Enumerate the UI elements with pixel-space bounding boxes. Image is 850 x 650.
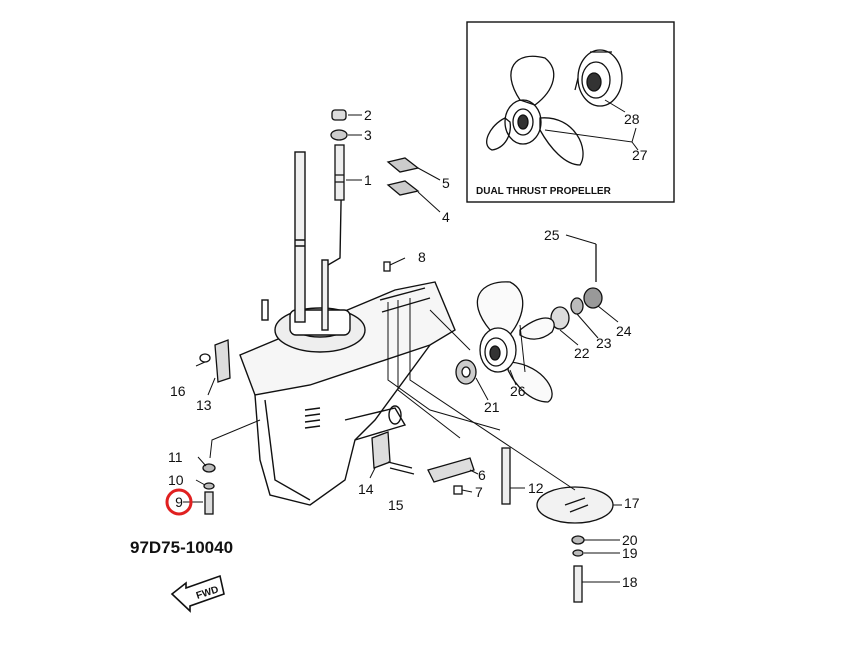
- callout-24: 24: [616, 323, 632, 339]
- callout-11: 11: [168, 449, 183, 465]
- inset-propeller-drawing: [486, 55, 584, 166]
- callout-19: 19: [622, 545, 638, 561]
- callout-3: 3: [364, 127, 372, 143]
- inset-thrust-hub-drawing: [574, 49, 623, 107]
- callout-7: 7: [475, 484, 483, 500]
- callout-10: 10: [168, 472, 184, 488]
- callout-2: 2: [364, 107, 372, 123]
- leader-lines: [183, 114, 622, 583]
- callout-14: 14: [358, 481, 374, 497]
- callout-15: 15: [388, 497, 404, 513]
- highlight-circle: [165, 488, 193, 516]
- callout-9-highlighted: 9: [165, 488, 193, 516]
- callout-9: 9: [175, 494, 183, 510]
- callout-21: 21: [484, 399, 500, 415]
- callout-17: 17: [624, 495, 640, 511]
- callout-1: 1: [364, 172, 372, 188]
- callout-5: 5: [442, 175, 450, 191]
- dual-thrust-propeller-inset: 28 27 DUAL THRUST PROPELLER: [466, 21, 675, 203]
- inset-caption: DUAL THRUST PROPELLER: [476, 186, 612, 197]
- callout-20: 20: [622, 532, 638, 548]
- callout-4: 4: [442, 209, 450, 225]
- callout-8: 8: [418, 249, 426, 265]
- part-number-label: 97D75-10040: [130, 538, 233, 557]
- callout-13: 13: [196, 397, 212, 413]
- callout-22: 22: [574, 345, 590, 361]
- callout-27: 27: [632, 147, 648, 163]
- callout-12: 12: [528, 480, 544, 496]
- callout-26: 26: [510, 383, 526, 399]
- callout-28: 28: [624, 111, 640, 127]
- fwd-arrow-icon: FWD: [170, 574, 225, 613]
- callout-23: 23: [596, 335, 612, 351]
- lower-casing-drawing: [239, 149, 456, 506]
- callout-25: 25: [544, 227, 560, 243]
- callout-18: 18: [622, 574, 638, 590]
- callout-6: 6: [478, 467, 486, 483]
- callout-16: 16: [170, 383, 186, 399]
